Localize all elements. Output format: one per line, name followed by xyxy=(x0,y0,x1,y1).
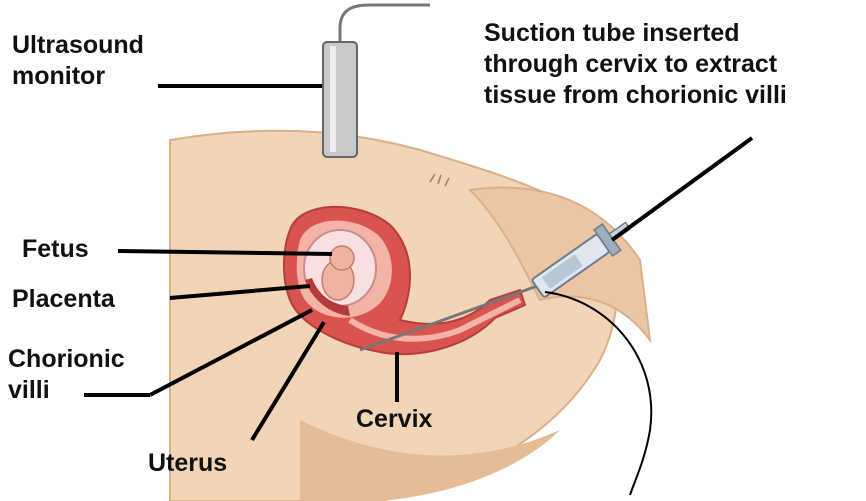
label-fetus: Fetus xyxy=(22,234,89,265)
fetus-head xyxy=(330,246,354,270)
label-suction-line1: Suction tube inserted xyxy=(484,18,787,49)
label-chorionic-villi: Chorionic villi xyxy=(8,344,125,406)
label-ultrasound-line2: monitor xyxy=(12,61,144,92)
label-chorionic-line1: Chorionic xyxy=(8,344,125,375)
label-suction-line3: tissue from chorionic villi xyxy=(484,80,787,111)
label-chorionic-line2: villi xyxy=(8,375,125,406)
label-ultrasound-monitor: Ultrasound monitor xyxy=(12,30,144,92)
leader-suction xyxy=(612,138,752,240)
probe-cable xyxy=(340,5,430,45)
label-placenta: Placenta xyxy=(12,284,115,315)
label-cervix: Cervix xyxy=(356,404,432,435)
label-suction-line2: through cervix to extract xyxy=(484,49,787,80)
label-ultrasound-line1: Ultrasound xyxy=(12,30,144,61)
label-uterus: Uterus xyxy=(148,448,227,479)
probe-highlight xyxy=(330,46,336,152)
label-suction-tube: Suction tube inserted through cervix to … xyxy=(484,18,787,111)
ultrasound-probe xyxy=(323,42,357,157)
